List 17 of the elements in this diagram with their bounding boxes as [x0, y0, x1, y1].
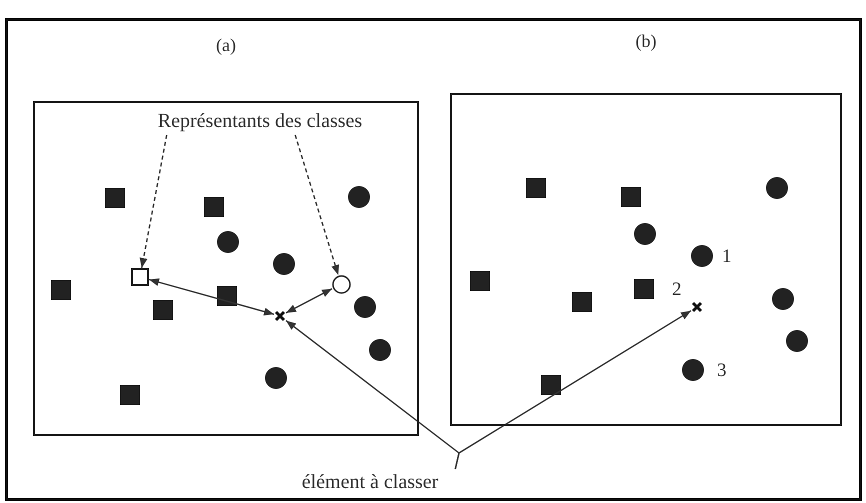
annotation-text: élément à classer [280, 469, 460, 495]
point-number: 1 [722, 246, 732, 268]
arrow [148, 278, 274, 316]
cross-marker [274, 310, 286, 322]
arrow [294, 134, 340, 276]
panel-title: (b) [634, 31, 658, 52]
arrow [454, 310, 692, 470]
cross-marker [691, 301, 703, 313]
arrow [286, 320, 460, 470]
point-number: 3 [717, 360, 726, 382]
annotation-text: Représentants des classes [105, 107, 415, 135]
arrow [286, 288, 332, 314]
class-representative-circle [332, 275, 351, 294]
arrow [140, 134, 168, 268]
panel-title: (a) [215, 35, 237, 56]
class-representative-square [131, 268, 149, 286]
point-number: 2 [672, 279, 682, 301]
